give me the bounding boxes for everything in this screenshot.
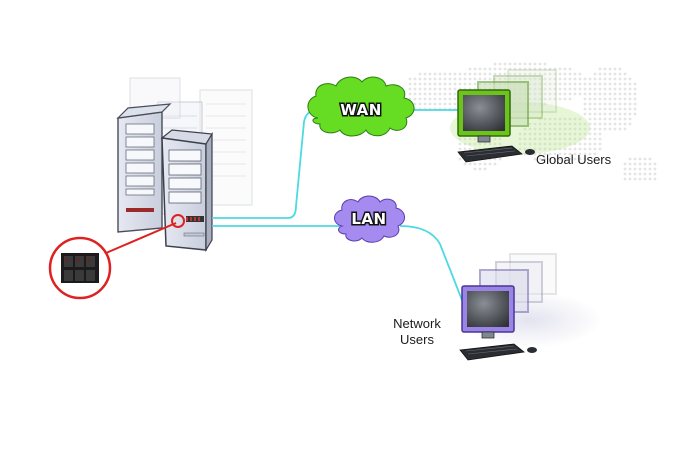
server-rack-left [116, 103, 172, 233]
workstation-front [457, 89, 535, 163]
global-users-label: Global Users [536, 152, 612, 167]
lan-to-network-users-link [399, 225, 473, 317]
workstation-front [459, 285, 537, 361]
network-users-label-line2: Users [400, 332, 434, 347]
lan-cloud: LAN [334, 195, 405, 243]
server-rack-main [160, 129, 214, 253]
port-zoom-callout [48, 214, 185, 300]
network-users-label-line1: Network [393, 316, 441, 331]
network-users-workstations [458, 253, 602, 361]
lan-label: LAN [351, 210, 386, 228]
global-users-workstations [450, 69, 590, 163]
wan-cloud: WAN [307, 76, 415, 137]
network-users-label: Network Users [387, 316, 447, 348]
wan-label: WAN [340, 101, 382, 119]
